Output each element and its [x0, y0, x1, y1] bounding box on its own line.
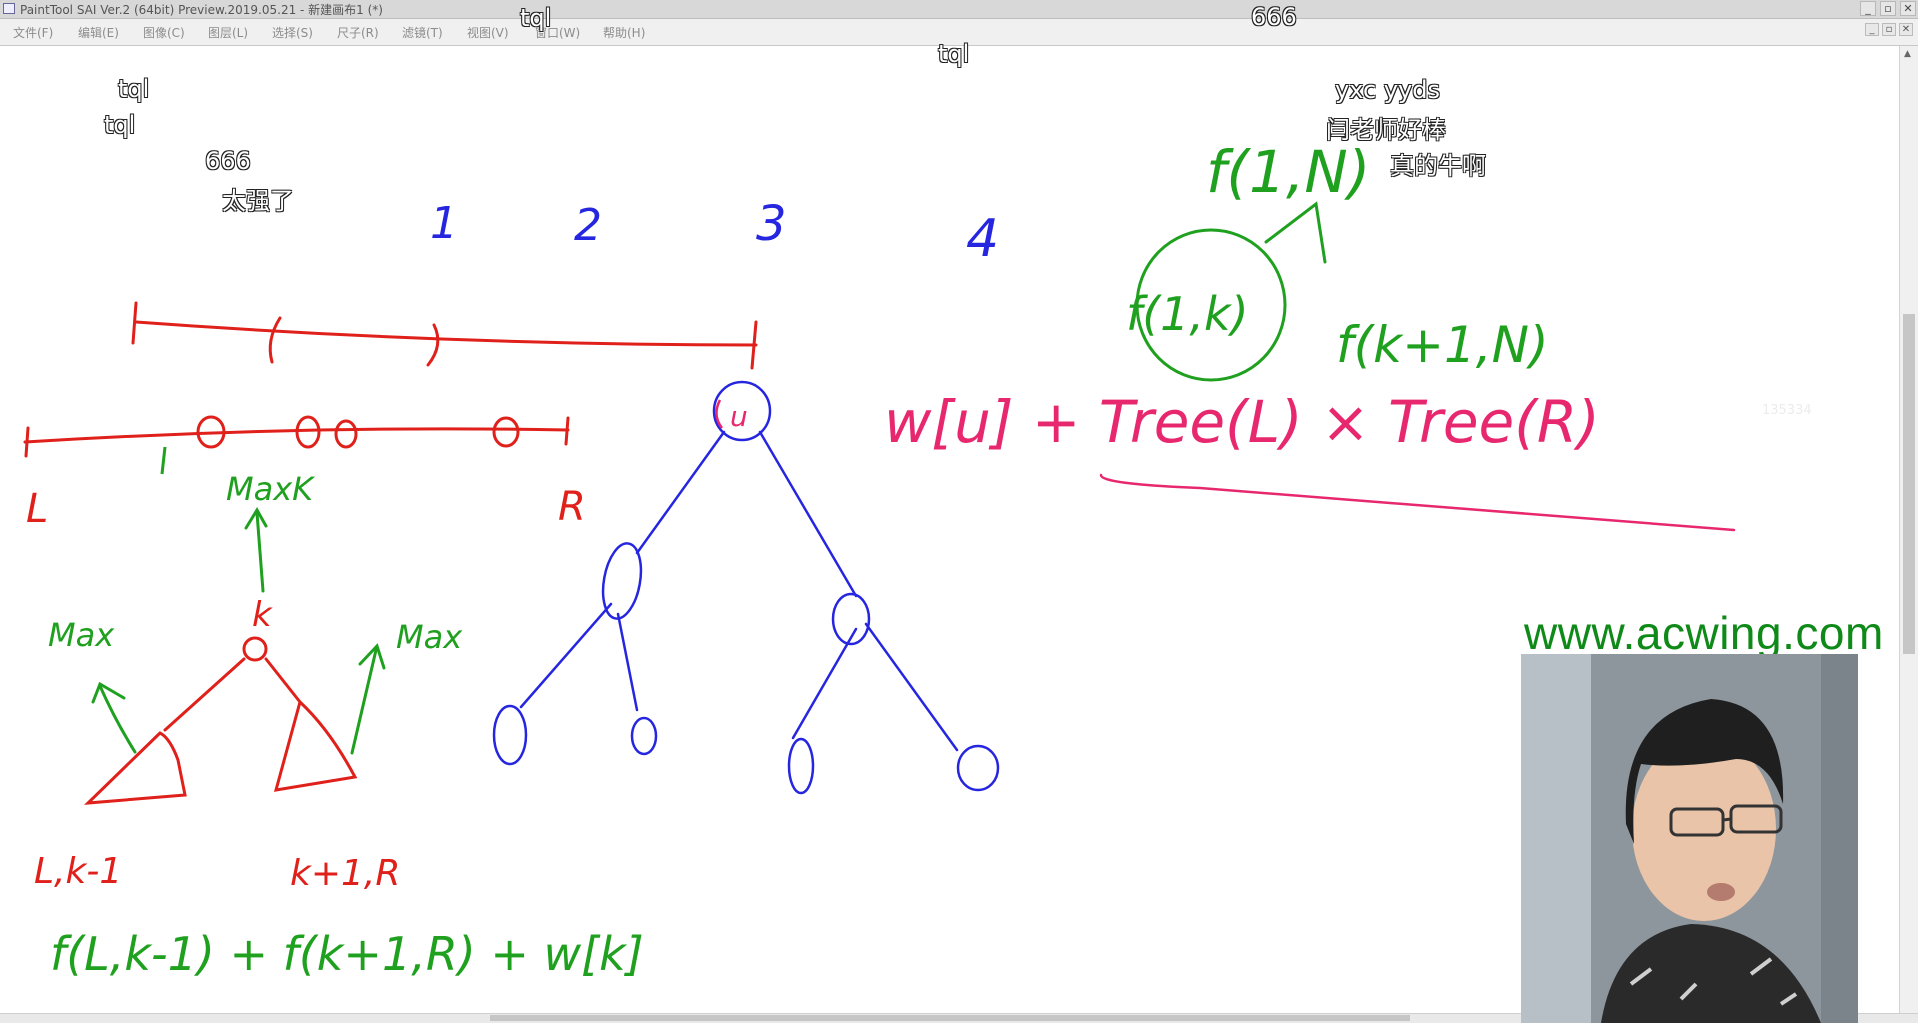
danmu-comment: 666 [1251, 3, 1297, 31]
window-titlebar: PaintTool SAI Ver.2 (64bit) Preview.2019… [0, 0, 1918, 19]
scroll-up-icon[interactable]: ▲ [1904, 49, 1911, 59]
danmu-comment: 闫老师好棒 [1326, 116, 1446, 144]
menu-filter[interactable]: 滤镜(T) [402, 26, 443, 40]
maximize-button[interactable]: ▫ [1880, 1, 1896, 16]
handwritten-sketch: L R MaxK k Max Max L,k-1 k+1,R f(L,k-1) … [23, 138, 1736, 981]
doc-close-button[interactable]: ✕ [1899, 23, 1913, 36]
tree-formula: w[u] + Tree(L) × Tree(R) [884, 388, 1600, 456]
menu-ruler[interactable]: 尺子(R) [337, 26, 379, 40]
blue-number-2: 2 [574, 200, 602, 251]
menu-window[interactable]: 窗口(W) [535, 26, 581, 40]
max-label-left: Max [48, 616, 115, 654]
green-arrows-max [91, 643, 386, 755]
menu-view[interactable]: 视图(V) [467, 26, 509, 40]
f-top-label: f(1,N) [1206, 138, 1370, 206]
max-label-right: Max [396, 618, 463, 656]
root-u-label: u [730, 400, 748, 433]
danmu-comment: tql [520, 4, 552, 32]
red-interval-line [131, 301, 758, 370]
doc-restore-button[interactable]: ▫ [1882, 23, 1896, 36]
horizontal-scrollbar[interactable] [0, 1013, 1918, 1023]
vertical-scrollbar[interactable]: ▲ [1899, 46, 1918, 1014]
red-small-tree [83, 636, 358, 805]
menu-layer[interactable]: 图层(L) [208, 26, 249, 40]
danmu-comment: 666 [205, 147, 251, 175]
webcam-person-image [1521, 654, 1858, 1023]
r-label: R [558, 484, 586, 530]
l-label: L [26, 486, 48, 532]
menu-select[interactable]: 选择(S) [272, 26, 313, 40]
danmu-comment: 真的牛啊 [1390, 152, 1486, 180]
menu-edit[interactable]: 编辑(E) [78, 26, 119, 40]
app-icon [3, 3, 15, 14]
minimize-button[interactable]: _ [1860, 1, 1876, 16]
vertical-scroll-thumb[interactable] [1903, 314, 1915, 654]
danmu-comment: yxc yyds [1335, 76, 1440, 104]
danmu-comment: 太强了 [222, 187, 294, 215]
k-label: k [252, 595, 273, 635]
close-button[interactable]: ✕ [1900, 1, 1916, 16]
danmu-comment: tql [938, 40, 970, 68]
menu-bar: 文件(F) 编辑(E) 图像(C) 图层(L) 选择(S) 尺子(R) 滤镜(T… [0, 19, 1918, 46]
menu-file[interactable]: 文件(F) [13, 26, 54, 40]
danmu-comment: tql [118, 75, 150, 103]
horizontal-scroll-thumb[interactable] [490, 1015, 1410, 1021]
menu-help[interactable]: 帮助(H) [603, 26, 646, 40]
red-number-line [23, 415, 570, 458]
window-title: PaintTool SAI Ver.2 (64bit) Preview.2019… [20, 3, 383, 17]
f-left-label: f(1,k) [1126, 287, 1249, 341]
blue-number-1: 1 [430, 198, 458, 249]
menu-image[interactable]: 图像(C) [143, 26, 185, 40]
site-watermark: www.acwing.com [1524, 607, 1884, 659]
root-bracket [715, 399, 724, 429]
danmu-comment: tql [104, 111, 136, 139]
green-recursion-lines [1135, 201, 1327, 382]
maxk-label: MaxK [226, 470, 316, 508]
f-right-label: f(k+1,N) [1336, 316, 1549, 374]
blue-number-3: 3 [756, 196, 787, 252]
right-range-label: k+1,R [290, 853, 400, 894]
blue-number-4: 4 [966, 209, 999, 269]
left-range-label: L,k-1 [34, 851, 122, 892]
recurrence-formula: f(L,k-1) + f(k+1,R) + w[k] [50, 927, 644, 981]
blue-big-tree [492, 380, 1000, 795]
formula-underline [1099, 473, 1736, 532]
webcam-video [1521, 654, 1858, 1023]
green-tick [160, 446, 167, 475]
doc-minimize-button[interactable]: _ [1865, 23, 1879, 36]
green-arrow-up-maxk [244, 507, 268, 593]
faint-number: 135334 [1762, 403, 1812, 418]
